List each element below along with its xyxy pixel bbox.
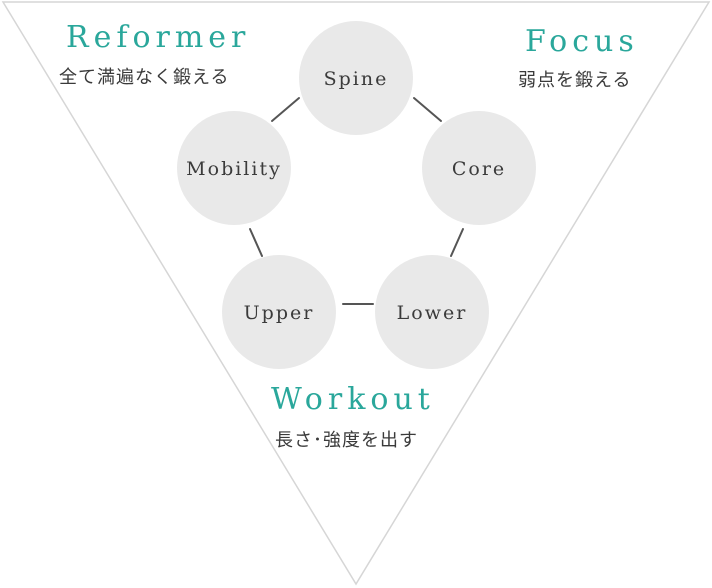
node-mobility: Mobility [177,111,291,225]
connector-mobility-spine [271,97,300,122]
node-lower: Lower [375,255,489,369]
node-spine: Spine [299,21,413,135]
node-lower-label: Lower [397,302,468,324]
node-mobility-label: Mobility [186,158,282,180]
node-spine-label: Spine [324,68,389,90]
focus-subtitle: 弱点を鍛える [518,70,632,91]
node-core-label: Core [452,158,506,180]
connector-spine-core [413,97,442,122]
reformer-title: Reformer [66,20,251,55]
workout-title: Workout [271,382,435,417]
connector-upper-mobility [249,228,263,257]
node-upper-label: Upper [244,302,315,324]
node-upper: Upper [222,255,336,369]
workout-subtitle: 長さ･強度を出す [275,430,418,451]
node-core: Core [422,111,536,225]
reformer-subtitle: 全て満遍なく鍛える [59,67,230,88]
focus-title: Focus [525,24,639,59]
connector-core-lower [450,228,464,257]
